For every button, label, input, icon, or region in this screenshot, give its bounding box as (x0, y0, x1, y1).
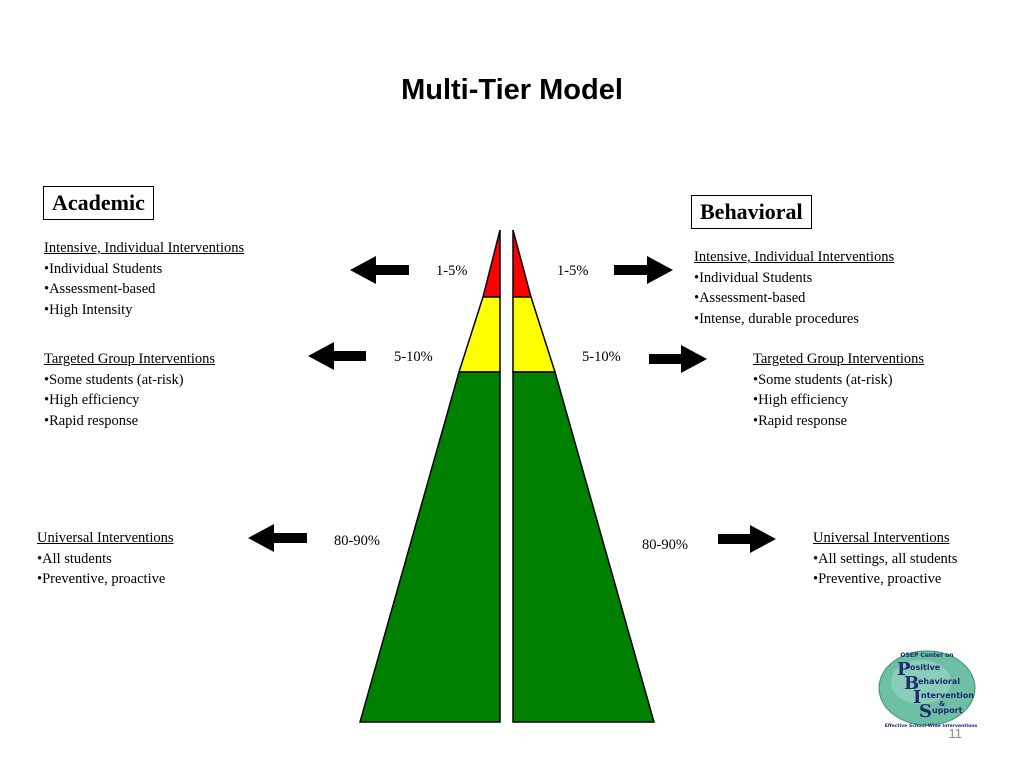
behavioral-label: Behavioral (691, 195, 812, 229)
academic-tier2-block: Targeted Group Interventions •Some stude… (44, 349, 215, 431)
academic-tier3-item: •Preventive, proactive (37, 571, 166, 587)
academic-tier1-block: Intensive, Individual Interventions •Ind… (44, 238, 244, 320)
academic-label: Academic (43, 186, 154, 220)
svg-text:upport: upport (932, 706, 963, 715)
academic-tier1-segment (482, 229, 501, 298)
svg-text:P: P (897, 659, 911, 680)
behavioral-tier1-heading: Intensive, Individual Interventions (694, 249, 895, 265)
behavioral-tier3-heading: Universal Interventions (813, 530, 950, 546)
academic-tier1-heading: Intensive, Individual Interventions (44, 240, 245, 256)
behavioral-tier3-item: •All settings, all students (813, 550, 958, 567)
arrow-left-icon (350, 256, 409, 284)
svg-text:OSEP Center on: OSEP Center on (900, 652, 953, 659)
behavioral-tier1-item: •Intense, durable procedures (694, 310, 859, 327)
academic-tier2-segment (457, 296, 501, 373)
behavioral-tier1-item: •Individual Students (694, 269, 813, 286)
pbis-logo: OSEP Center on P ositive B ehavioral I n… (878, 650, 978, 729)
svg-text:ntervention: ntervention (921, 691, 974, 700)
behavioral-tier2-item: •High efficiency (753, 392, 849, 408)
svg-text:B: B (904, 673, 919, 694)
slide-title: Multi-Tier Model (401, 74, 623, 106)
academic-tier1-percent: 1-5% (436, 263, 468, 279)
behavioral-tier1-block: Intensive, Individual Interventions •Ind… (694, 247, 894, 329)
academic-tier3-segment (359, 371, 501, 723)
academic-tier1-item: •Assessment-based (44, 281, 156, 297)
academic-tier2-item: •High efficiency (44, 392, 140, 408)
svg-text:ehavioral: ehavioral (918, 677, 960, 686)
academic-tier3-item: •All students (37, 550, 112, 567)
behavioral-tier3-item: •Preventive, proactive (813, 571, 942, 587)
arrow-right-icon (614, 256, 673, 284)
academic-tier1-item: •Individual Students (44, 260, 163, 277)
behavioral-tier2-segment (512, 296, 557, 373)
arrow-left-icon (248, 524, 307, 552)
academic-tier3-percent: 80-90% (334, 533, 380, 549)
academic-tier2-item: •Rapid response (44, 412, 139, 429)
svg-text:&: & (939, 700, 945, 708)
behavioral-tier1-percent: 1-5% (557, 263, 589, 279)
svg-text:Effective School-Wide Interven: Effective School-Wide Interventions (885, 723, 978, 729)
behavioral-tier1-item: •Assessment-based (694, 290, 806, 306)
academic-tier2-percent: 5-10% (394, 349, 433, 365)
arrow-right-icon (649, 345, 707, 373)
academic-tier3-heading: Universal Interventions (37, 530, 174, 546)
academic-tier3-block: Universal Interventions •All students •P… (37, 528, 174, 590)
behavioral-tier3-percent: 80-90% (642, 537, 688, 553)
behavioral-tier2-heading: Targeted Group Interventions (753, 351, 925, 367)
academic-tier2-item: •Some students (at-risk) (44, 371, 184, 388)
behavioral-tier3-segment (512, 371, 655, 723)
svg-text:I: I (913, 687, 921, 708)
behavioral-tier2-item: •Some students (at-risk) (753, 371, 893, 388)
academic-tier1-item: •High Intensity (44, 301, 133, 318)
svg-text:ositive: ositive (910, 663, 941, 672)
academic-tier2-heading: Targeted Group Interventions (44, 351, 216, 367)
behavioral-tier3-block: Universal Interventions •All settings, a… (813, 528, 957, 590)
behavioral-tier1-segment (512, 229, 532, 298)
svg-text:S: S (919, 701, 932, 722)
arrow-right-icon (718, 525, 776, 553)
behavioral-tier2-block: Targeted Group Interventions •Some stude… (753, 349, 924, 431)
behavioral-tier2-item: •Rapid response (753, 412, 848, 429)
behavioral-tier2-percent: 5-10% (582, 349, 621, 365)
page-number: 11 (948, 726, 963, 741)
arrow-left-icon (308, 342, 366, 370)
